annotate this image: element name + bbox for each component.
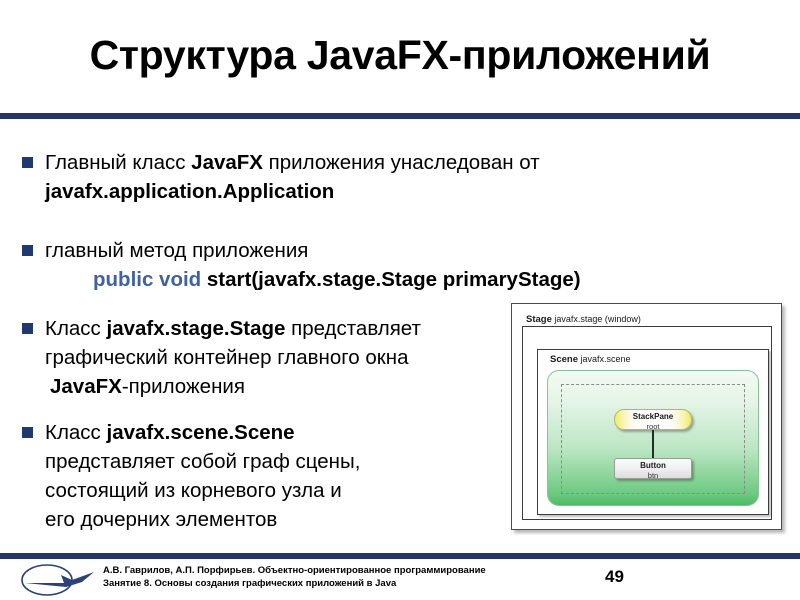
bullet-1-line1-pre: Главный класс [45, 151, 192, 174]
bullet-square-icon [22, 427, 33, 438]
scene-container: Scene javafx.scene StackPane root Button… [537, 349, 769, 515]
scene-name: Scene [550, 354, 578, 365]
bullet-square-icon [22, 245, 33, 256]
list-item-text: Главный класс JavaFX приложения унаследо… [45, 148, 540, 206]
bullet-3-line1-bold: javafx.stage.Stage [106, 317, 286, 340]
list-item: Класс javafx.scene.Scene представляет со… [22, 418, 360, 534]
node-stackpane: StackPane root [614, 409, 692, 431]
scene-detail: javafx.scene [580, 354, 631, 364]
node-stackpane-name: StackPane [632, 412, 674, 421]
footer-line-1: А.В. Гаврилов, А.П. Порфирьев. Объектно-… [103, 565, 486, 576]
stage-container: Stage javafx.stage (window) Scene javafx… [522, 312, 772, 520]
javafx-structure-diagram: Stage javafx.stage (window) Scene javafx… [511, 303, 782, 530]
node-button: Button btn [614, 458, 692, 480]
node-button-id: btn [647, 471, 659, 480]
scene-dashed-boundary: StackPane root Button btn [561, 384, 745, 494]
slide-content: Главный класс JavaFX приложения унаследо… [0, 130, 800, 550]
bullet-square-icon [22, 157, 33, 168]
bullet-3-line1-post: представляет [285, 317, 421, 340]
stage-name: Stage [526, 314, 552, 325]
list-item: Класс javafx.stage.Stage представляет гр… [22, 314, 421, 401]
bullet-3-line1-pre: Класс [45, 317, 107, 340]
node-button-name: Button [640, 461, 666, 470]
node-stackpane-id: root [646, 422, 660, 431]
bullet-2-line1: главный метод приложения [45, 239, 309, 262]
page-number: 49 [605, 567, 624, 586]
bullet-1-line1-bold: JavaFX [191, 151, 263, 174]
bullet-4-line3: состоящий из корневого узла и [45, 479, 342, 502]
organization-logo-icon [21, 564, 94, 596]
list-item-text: главный метод приложения public void sta… [45, 236, 581, 294]
node-connector-line [652, 430, 654, 458]
scene-graph-area: StackPane root Button btn [547, 370, 759, 506]
bullet-4-line2: представляет собой граф сцены, [45, 450, 361, 473]
list-item: Главный класс JavaFX приложения унаследо… [22, 148, 540, 206]
list-item-text: Класс javafx.stage.Stage представляет гр… [45, 314, 421, 401]
bullet-1-line1-post: приложения унаследован от [262, 151, 540, 174]
bullet-4-line1-pre: Класс [45, 421, 107, 444]
code-signature: start(javafx.stage.Stage primaryStage) [201, 268, 581, 291]
method-signature: public void start(javafx.stage.Stage pri… [45, 268, 581, 291]
stage-frame: Scene javafx.scene StackPane root Button… [522, 326, 772, 520]
stage-detail: javafx.stage (window) [554, 314, 641, 324]
slide-footer: А.В. Гаврилов, А.П. Порфирьев. Объектно-… [0, 559, 800, 600]
footer-divider [0, 553, 800, 559]
bullet-4-line1-bold: javafx.scene.Scene [106, 421, 295, 444]
scene-label: Scene javafx.scene [550, 354, 631, 365]
stage-label: Stage javafx.stage (window) [526, 314, 641, 325]
list-item-text: Класс javafx.scene.Scene представляет со… [45, 418, 360, 534]
bullet-4-line4: его дочерних элементов [45, 508, 278, 531]
footer-line-2: Занятие 8. Основы создания графических п… [103, 578, 397, 589]
code-keyword: public void [93, 268, 202, 291]
bullet-1-line2-bold: javafx.application.Application [45, 180, 335, 203]
title-divider [0, 113, 800, 119]
page-title: Структура JavaFX-приложений [89, 32, 711, 78]
bullet-3-line2: графический контейнер главного окна [45, 346, 409, 369]
bullet-3-line3-bold: JavaFX [50, 375, 122, 398]
bullet-square-icon [22, 323, 33, 334]
list-item: главный метод приложения public void sta… [22, 236, 581, 294]
footer-credits: А.В. Гаврилов, А.П. Порфирьев. Объектно-… [103, 564, 486, 590]
bullet-3-line3-post: -приложения [121, 375, 245, 398]
